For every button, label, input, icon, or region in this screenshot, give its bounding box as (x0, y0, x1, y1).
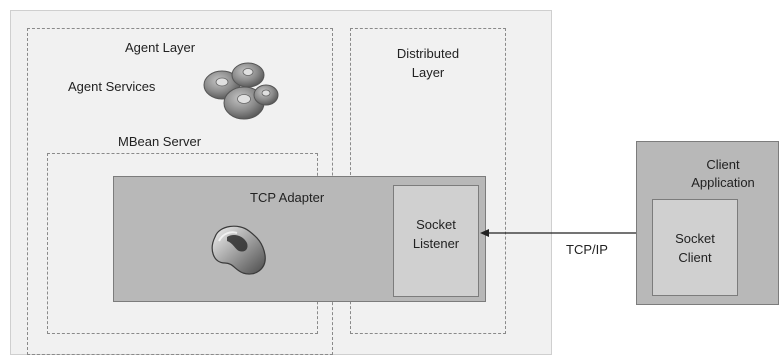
distributed-layer-label-line1: Distributed (396, 46, 460, 61)
distributed-layer-label-line2: Layer (411, 65, 445, 80)
socket-listener-label-line2: Listener (412, 236, 460, 251)
socket-client-label: Socket Client (652, 229, 738, 267)
socket-client-label-line2: Client (678, 250, 712, 265)
agent-layer-label: Agent Layer (125, 40, 196, 55)
tcpip-connection-arrow (480, 229, 650, 237)
tcp-adapter-label: TCP Adapter (250, 190, 325, 205)
tcpip-label: TCP/IP (566, 242, 608, 257)
client-application-label-line1: Client (706, 157, 740, 172)
gears-icon (203, 62, 279, 120)
socket-listener-box (393, 185, 479, 297)
socket-client-label-line1: Socket (675, 231, 715, 246)
mbean-server-label: MBean Server (118, 134, 202, 149)
client-application-label-line2: Application (691, 175, 755, 190)
socket-listener-label-line1: Socket (416, 217, 456, 232)
socket-client-box (652, 199, 738, 296)
bean-icon (211, 225, 266, 275)
agent-services-label: Agent Services (68, 79, 156, 94)
client-application-label: Client Application (664, 156, 779, 192)
socket-listener-label: Socket Listener (393, 215, 479, 253)
distributed-layer-label: Distributed Layer (350, 44, 506, 82)
